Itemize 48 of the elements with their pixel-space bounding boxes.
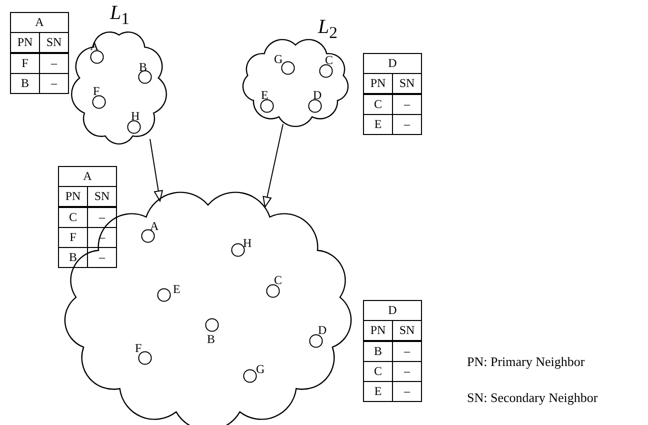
table-cell: A <box>10 12 68 32</box>
table-cell: D <box>364 300 422 320</box>
cloud-title: L$_{2}$ <box>318 16 338 44</box>
table-cell: PN <box>364 74 392 94</box>
table-cell: PN <box>10 32 40 53</box>
arrow <box>150 138 163 202</box>
node-letter: H <box>131 110 140 122</box>
table-cell: – <box>392 94 422 114</box>
table-cell: PN <box>58 186 88 207</box>
node-letter: C <box>325 54 334 66</box>
table-cell: C <box>364 362 392 382</box>
table-cell: E <box>364 114 392 134</box>
table-cell: – <box>40 53 68 74</box>
table-cell: D <box>364 54 422 74</box>
node-letter: B <box>207 333 216 345</box>
node-letter: C <box>274 274 282 286</box>
table-cell: F <box>10 53 40 74</box>
table-cell: – <box>392 114 422 134</box>
node-letter: E <box>261 89 268 101</box>
table-cell: C <box>58 207 88 228</box>
node-letter: B <box>139 61 148 73</box>
node-letter: A <box>150 220 159 232</box>
table-cell: E <box>364 382 392 402</box>
node-letter: F <box>135 342 142 354</box>
legend-note: SN: Secondary Neighbor <box>467 390 598 406</box>
node-letter: G <box>256 363 265 375</box>
table-cell: – <box>88 248 116 268</box>
legend-note: PN: Primary Neighbor <box>467 354 585 370</box>
arrow <box>262 124 284 208</box>
table-cell: – <box>392 362 422 382</box>
table-cell: F <box>58 228 88 248</box>
table-cell: – <box>40 74 68 94</box>
node-letter: G <box>274 53 283 65</box>
node-letter: D <box>313 89 322 101</box>
table-cell: C <box>364 94 392 114</box>
node-letter: E <box>173 283 180 295</box>
table-cell: B <box>10 74 40 94</box>
table-cell: PN <box>364 320 392 341</box>
table-cell: – <box>392 382 422 402</box>
table-cell: – <box>88 207 116 228</box>
table-cell: B <box>58 248 88 268</box>
table-cell: – <box>392 341 422 362</box>
table-cell: A <box>58 166 116 186</box>
cloud-title: L$_{1}$ <box>110 2 130 30</box>
table-cell: B <box>364 341 392 362</box>
node-letter: H <box>243 237 252 249</box>
node-letter: D <box>318 324 327 336</box>
node-letter: F <box>93 85 100 97</box>
